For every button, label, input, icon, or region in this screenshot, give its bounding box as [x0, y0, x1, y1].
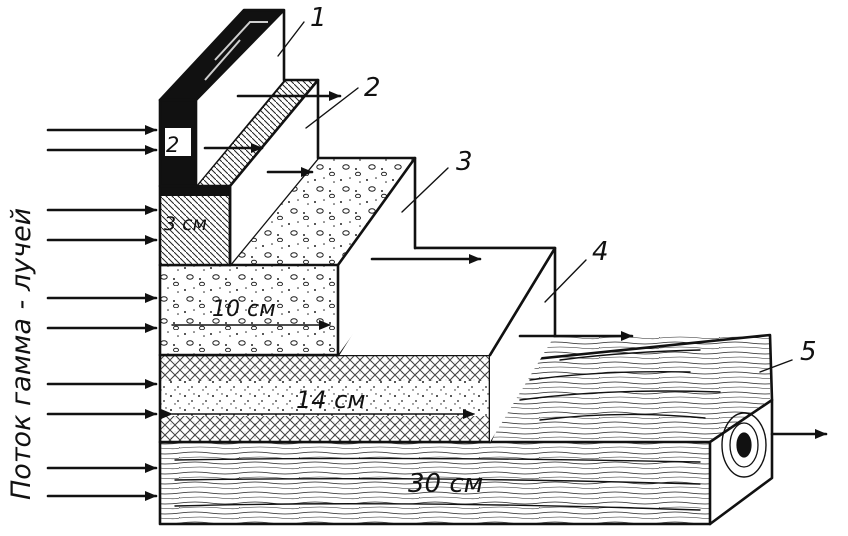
layer-2-number: 2 — [364, 73, 381, 103]
layer-4-number: 4 — [592, 237, 609, 267]
gamma-flux-label: Поток гамма - лучей — [6, 208, 37, 500]
layer-4-block — [158, 246, 557, 444]
transmitted-ray-arrows — [203, 91, 828, 439]
wood-end-face — [710, 400, 772, 524]
layer-3-block — [158, 156, 417, 357]
layer-3-number: 3 — [456, 147, 473, 177]
leader-lines — [277, 21, 793, 373]
layer-4-thickness: 14 см — [296, 386, 365, 414]
layer-2-thickness: 3 см — [164, 213, 207, 235]
layer-3-thickness: 10 см — [212, 297, 276, 322]
wood-rings — [721, 412, 767, 478]
layer-5-thickness: 30 см — [408, 469, 483, 499]
layer-1-block — [158, 8, 286, 188]
layer-1-thickness: 2 — [166, 133, 179, 157]
layer-1-number: 1 — [310, 3, 327, 33]
incoming-ray-arrows — [46, 125, 158, 501]
layer-5-block — [158, 333, 774, 526]
layer-5-number: 5 — [800, 337, 817, 367]
